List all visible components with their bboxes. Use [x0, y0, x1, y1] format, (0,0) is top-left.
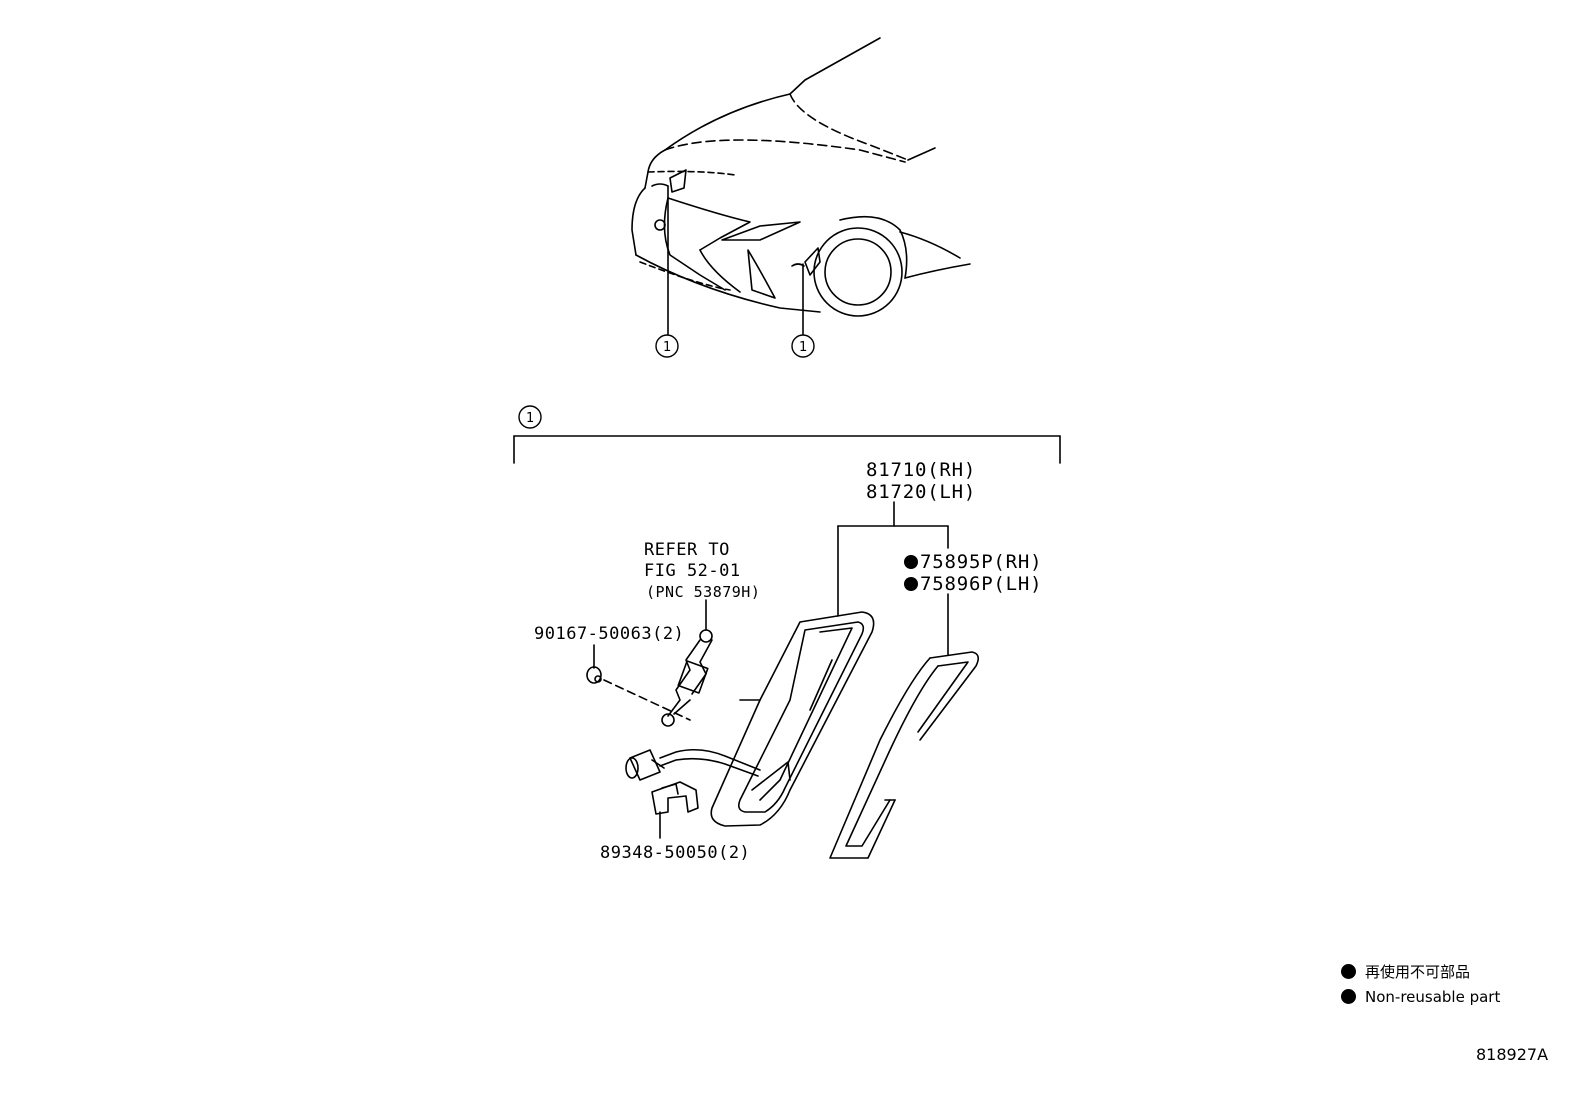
- car-front-illustration: [631, 37, 971, 358]
- gasket-lh-text: 75896P(LH): [920, 573, 1043, 595]
- refer-label-line1: REFER TO: [644, 540, 730, 560]
- legend-japanese: 再使用不可部品: [1341, 963, 1470, 981]
- refer-label-line2: FIG 52-01: [644, 561, 741, 581]
- non-reusable-dot-icon: [904, 577, 918, 591]
- legend-japanese-text: 再使用不可部品: [1365, 963, 1471, 981]
- part-label-gasket-lh: 75896P(LH): [904, 573, 1042, 595]
- assembly-bracket: [513, 405, 1061, 464]
- gasket-rh-text: 75895P(RH): [920, 551, 1043, 573]
- part-label-lamp-lh: 81720(LH): [866, 481, 977, 503]
- screw: [586, 666, 602, 684]
- refer-label-line3: (PNC 53879H): [646, 583, 761, 601]
- socket-harness: [625, 748, 761, 781]
- part-label-screw: 90167-50063(2): [534, 624, 685, 644]
- callout-number-right: 1: [799, 340, 808, 355]
- legend-english: Non-reusable part: [1341, 988, 1500, 1006]
- part-label-gasket-rh: 75895P(RH): [904, 551, 1042, 573]
- bullet-dot-icon: [1341, 964, 1356, 979]
- callout-number-assembly: 1: [526, 411, 535, 426]
- figure-id: 818927A: [1476, 1045, 1549, 1064]
- non-reusable-dot-icon: [904, 555, 918, 569]
- legend-english-text: Non-reusable part: [1365, 988, 1501, 1006]
- bullet-dot-icon: [1341, 989, 1356, 1004]
- callout-circle-assembly: [518, 405, 542, 429]
- side-marker-lamp: [710, 611, 875, 827]
- gasket: [829, 651, 980, 859]
- clip: [651, 781, 699, 815]
- part-label-clip: 89348-50050(2): [600, 843, 751, 863]
- callout-circle-left: [655, 334, 679, 358]
- part-label-lamp-rh: 81710(RH): [866, 459, 977, 481]
- callout-circle-right: [791, 334, 815, 358]
- wiring-bracket: [661, 629, 713, 727]
- callout-number-left: 1: [663, 340, 672, 355]
